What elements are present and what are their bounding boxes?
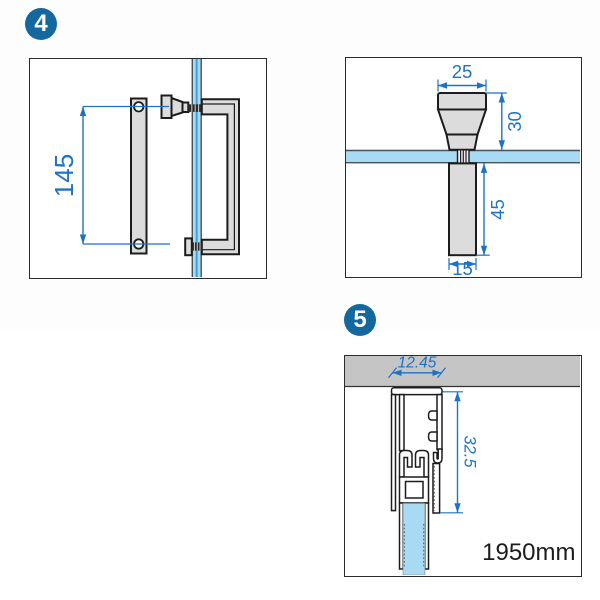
wall-section xyxy=(345,356,580,388)
seal-profile-drawing: 12.45 32.5 1950mm xyxy=(345,356,580,575)
profile-notch-lower xyxy=(427,431,438,442)
dimension-32-5: 32.5 xyxy=(440,391,479,514)
profile-notch-upper xyxy=(427,410,438,421)
handle-back-plate xyxy=(130,97,148,255)
dimension-45: 45 xyxy=(476,163,508,256)
dim-label-25: 25 xyxy=(452,61,473,82)
pull-handle xyxy=(200,98,240,256)
wall-hook xyxy=(432,448,443,464)
glass-pane-bottom xyxy=(402,503,426,575)
dimension-15: 15 xyxy=(448,258,477,276)
seal-profile-body xyxy=(390,387,443,570)
knob-front xyxy=(436,92,488,165)
bottom-fixing xyxy=(184,237,202,257)
profile-box-section xyxy=(398,476,430,504)
handle-bar-front xyxy=(448,162,477,257)
clamp-hook-left xyxy=(398,449,413,478)
dim-label-15: 15 xyxy=(452,258,473,276)
step-number-badge-4: 4 xyxy=(25,8,57,40)
step-number-badge-5: 5 xyxy=(344,304,376,336)
dim-label-12-45: 12.45 xyxy=(398,356,437,372)
dim-label-145: 145 xyxy=(49,154,79,197)
dimension-30: 30 xyxy=(486,92,525,150)
dim-label-30: 30 xyxy=(504,111,525,132)
dimension-12-45: 12.45 xyxy=(388,356,446,379)
panel-seal-profile-view: 12.45 32.5 1950mm xyxy=(344,355,582,577)
dim-label-32-5: 32.5 xyxy=(461,435,479,468)
handle-side-view-drawing: 145 xyxy=(49,59,240,277)
panel-handle-front-view: 25 30 45 15 xyxy=(345,57,582,278)
handle-front-view-drawing: 25 30 45 15 xyxy=(346,61,580,276)
seal-length-label: 1950mm xyxy=(482,539,575,566)
dimension-25: 25 xyxy=(437,61,487,92)
step5-number: 5 xyxy=(353,306,367,333)
step4-number: 4 xyxy=(34,10,48,37)
clamp-hook-right xyxy=(414,449,430,478)
dim-label-45: 45 xyxy=(487,199,508,220)
side-gasket xyxy=(432,462,441,514)
dimension-145: 145 xyxy=(49,105,170,245)
panel-handle-side-view: 145 xyxy=(29,58,267,279)
